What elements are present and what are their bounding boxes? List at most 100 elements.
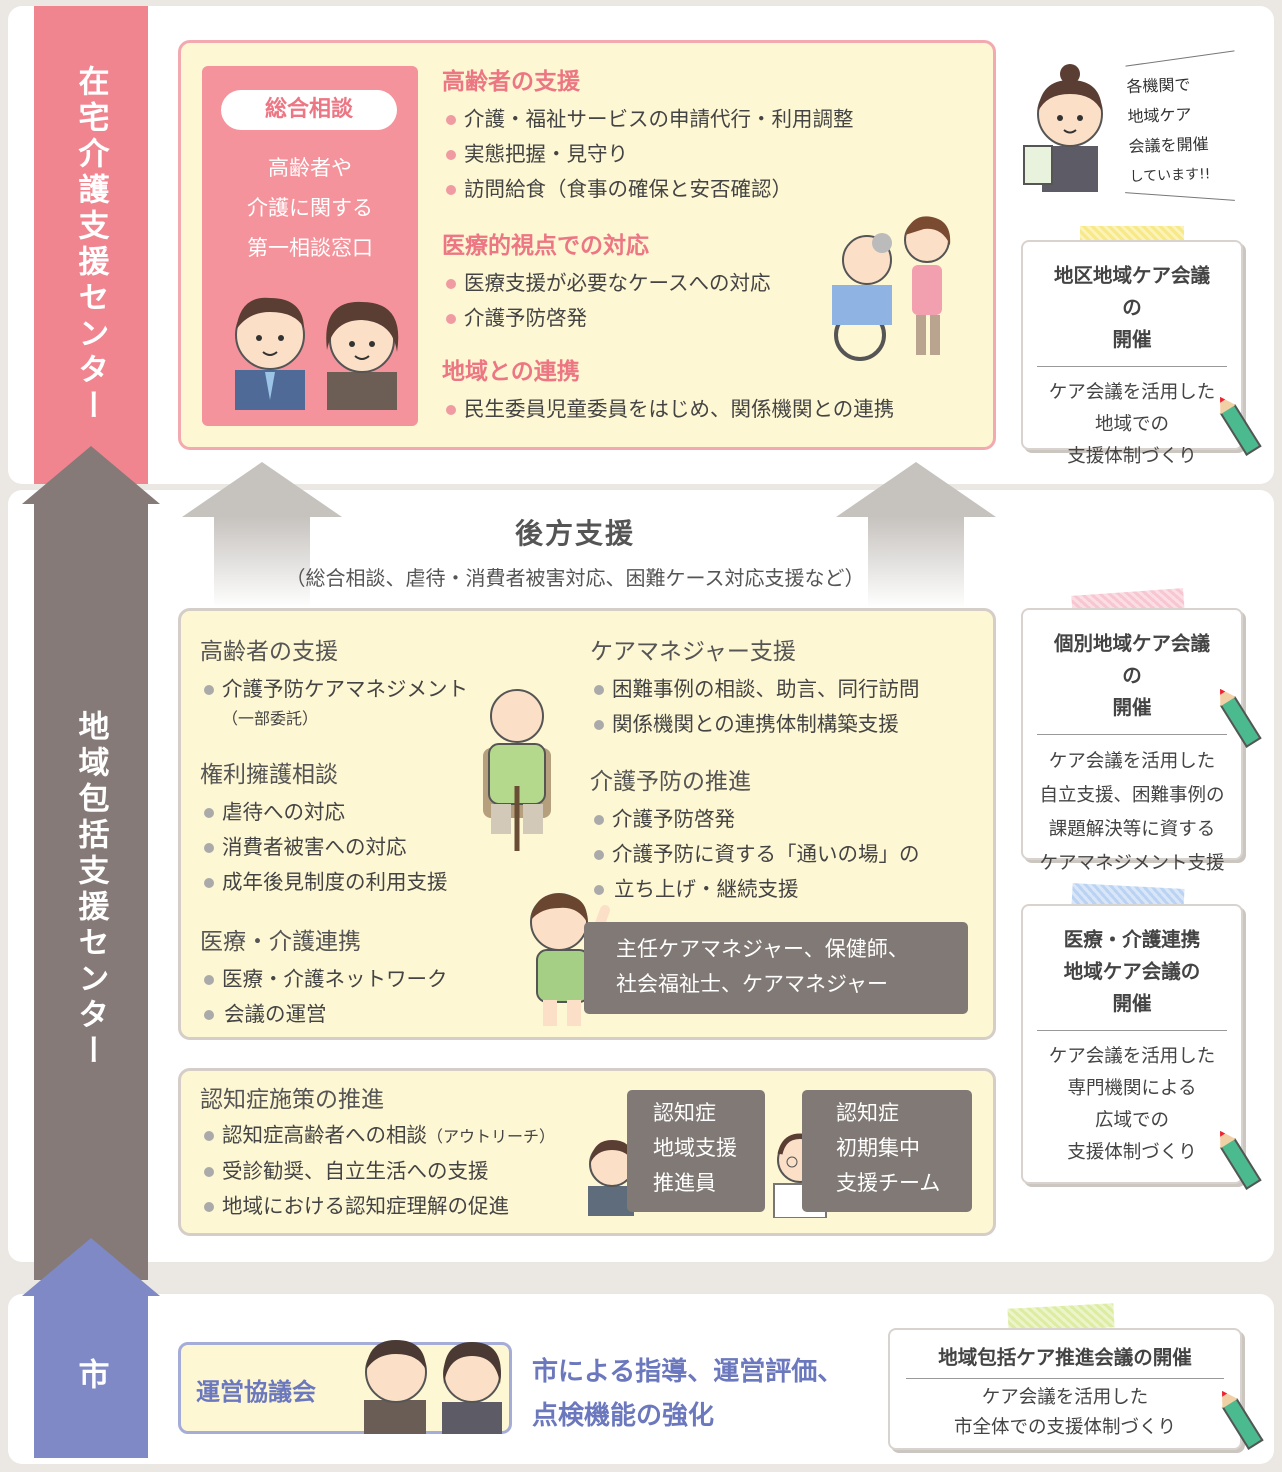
card-individual-care-meeting: 個別地域ケア会議の 開催 ケア会議を活用した 自立支援、困難事例の 課題解決等に… (1021, 608, 1243, 874)
list-item-cont: 立ち上げ・継続支援 (590, 872, 920, 907)
list-item-note: （一部委託） (222, 709, 319, 728)
card-desc-line: 支援体制づくり (1067, 446, 1197, 467)
backup-arrow-right (836, 462, 996, 517)
card-title: 医療・介護連携 地域ケア会議の 開催 (1037, 906, 1227, 1031)
consult-line: 第一相談窓口 (247, 236, 373, 260)
box-line: 地域支援 (653, 1136, 737, 1160)
card-desc-line: ケア会議を活用した (981, 1387, 1149, 1408)
section-heading: 地域との連携 (442, 359, 580, 385)
city-role-line: 市による指導、運営評価、 (532, 1357, 844, 1387)
card-title-line: 開催 (1112, 328, 1152, 351)
card-medical-care-meeting: 医療・介護連携 地域ケア会議の 開催 ケア会議を活用した 専門機関による 広域で… (1021, 904, 1243, 1184)
zaitaku-section-2: 医療的視点での対応 医療支援が必要なケースへの対応 介護予防啓発 (442, 226, 770, 336)
city-role-line: 点検機能の強化 (532, 1401, 715, 1431)
card-desc-line: ケア会議を活用した (1048, 1046, 1216, 1067)
card-desc-line: ケアマネジメント支援 (1039, 853, 1225, 874)
card-title-line: 開催 (1112, 696, 1152, 719)
list-item: 介護・福祉サービスの申請代行・利用調整 (442, 102, 854, 137)
card-desc-line: 課題解決等に資する (1048, 819, 1216, 840)
list-item: 地域における認知症理解の促進 (200, 1189, 555, 1224)
city-band-label: 市 (72, 1358, 109, 1394)
backup-arrow-left (182, 462, 342, 517)
card-desc-line: 広域での (1094, 1110, 1169, 1131)
section-heading: 介護予防の推進 (590, 769, 751, 795)
council-label: 運営協議会 (196, 1378, 316, 1406)
list-item: 介護予防ケアマネジメント (200, 672, 468, 707)
consult-line: 介護に関する (247, 196, 373, 220)
card-title: 地域包括ケア推進会議の開催 (906, 1330, 1224, 1379)
speech-line: しています!! (1129, 166, 1211, 186)
section-heading: 高齢者の支援 (442, 69, 580, 95)
card-desc-line: 自立支援、困難事例の (1039, 785, 1225, 806)
consult-line: 高齢者や (268, 156, 352, 180)
consult-staff-illustration (235, 297, 399, 410)
list-item: 介護予防啓発 (590, 802, 920, 837)
speech-line: 各機関で (1126, 74, 1191, 97)
houkatsu-band: 地域包括支援センター (34, 500, 148, 1280)
box-line: 初期集中 (836, 1136, 920, 1160)
card-title: 地区地域ケア会議の 開催 (1037, 242, 1227, 367)
box-line: 認知症 (836, 1101, 899, 1125)
card-desc-line: 支援体制づくり (1067, 1142, 1197, 1163)
card-desc-line: ケア会議を活用した (1048, 382, 1216, 403)
staff-woman-illustration (1023, 64, 1103, 192)
list-item: 実態把握・見守り (442, 137, 854, 172)
consult-text: 高齢者や 介護に関する 第一相談窓口 (202, 148, 418, 268)
card-desc-line: 地域での (1094, 414, 1169, 435)
section-heading: 医療・介護連携 (200, 929, 361, 955)
zaitaku-section-1: 高齢者の支援 介護・福祉サービスの申請代行・利用調整 実態把握・見守り 訪問給食… (442, 62, 854, 207)
consult-title-pill: 総合相談 (221, 90, 397, 130)
card-title-line: 個別地域ケア会議の (1053, 632, 1210, 687)
card-desc: ケア会議を活用した 専門機関による 広域での 支援体制づくり (1023, 1031, 1241, 1179)
box-line: 推進員 (653, 1171, 716, 1195)
dementia-supporter-illustration (588, 1140, 635, 1216)
speech-line: 会議を開催 (1128, 134, 1209, 157)
card-city-promotion-meeting: 地域包括ケア推進会議の開催 ケア会議を活用した 市全体での支援体制づくり (888, 1328, 1242, 1450)
council-members-illustration (364, 1340, 502, 1434)
box-line: 認知症 (653, 1101, 716, 1125)
city-band: 市 (34, 1294, 148, 1458)
list-item-text: 認知症高齢者への相談 (222, 1123, 427, 1147)
dementia-supporter-box: 認知症 地域支援 推進員 (627, 1090, 765, 1212)
dementia-content: 認知症施策の推進 認知症高齢者への相談（アウトリーチ） 受診勧奨、自立生活への支… (200, 1080, 555, 1224)
houkatsu-arrowhead (22, 446, 160, 504)
list-item: 訪問給食（食事の確保と安否確認） (442, 172, 854, 207)
city-role-text: 市による指導、運営評価、 点検機能の強化 (532, 1350, 843, 1438)
card-title-line: 地区地域ケア会議の (1053, 264, 1210, 319)
list-item-cont: 会議の運営 (200, 997, 468, 1032)
section-heading: 権利擁護相談 (200, 762, 338, 788)
zaitaku-band-label: 在宅介護支援センター (72, 65, 109, 425)
section-heading: 認知症施策の推進 (200, 1087, 384, 1113)
card-desc: ケア会議を活用した 地域での 支援体制づくり (1023, 367, 1241, 483)
list-item: 消費者被害への対応 (200, 830, 468, 865)
staff-roles-line: 社会福祉士、ケアマネジャー (616, 972, 888, 996)
backup-arrow-right-shaft (868, 516, 964, 608)
houkatsu-right-col: ケアマネジャー支援 困難事例の相談、助言、同行訪問 関係機関との連携体制構築支援… (590, 632, 920, 907)
list-item: 成年後見制度の利用支援 (200, 865, 468, 900)
speech-line: 地域ケア (1127, 104, 1192, 127)
staff-roles-line: 主任ケアマネジャー、保健師、 (616, 937, 909, 961)
backup-subtitle: （総合相談、虐待・消費者被害対応、困難ケース対応支援など） (285, 566, 865, 590)
list-item: 民生委員児童委員をはじめ、関係機関との連携 (442, 392, 894, 427)
list-item-note: （アウトリーチ） (427, 1127, 556, 1146)
consult-title: 総合相談 (264, 97, 353, 122)
card-district-care-meeting: 地区地域ケア会議の 開催 ケア会議を活用した 地域での 支援体制づくり (1021, 240, 1243, 467)
dementia-team-box: 認知症 初期集中 支援チーム (802, 1090, 972, 1212)
zaitaku-band: 在宅介護支援センター (34, 6, 148, 484)
card-desc: ケア会議を活用した 市全体での支援体制づくり (890, 1379, 1240, 1447)
list-item: 介護予防に資する「通いの場」の (590, 837, 920, 872)
list-item: 困難事例の相談、助言、同行訪問 (590, 672, 920, 707)
city-arrowhead (22, 1238, 160, 1296)
staff-roles-box: 主任ケアマネジャー、保健師、 社会福祉士、ケアマネジャー (584, 922, 968, 1014)
list-item: 医療支援が必要なケースへの対応 (442, 266, 770, 301)
backup-arrow-left-shaft (214, 516, 310, 608)
card-desc: ケア会議を活用した 自立支援、困難事例の 課題解決等に資する ケアマネジメント支… (1023, 735, 1241, 891)
houkatsu-left-col: 高齢者の支援 介護予防ケアマネジメント （一部委託） 権利擁護相談 虐待への対応… (200, 632, 468, 1032)
list-item: 関係機関との連携体制構築支援 (590, 707, 920, 742)
zaitaku-section-3: 地域との連携 民生委員児童委員をはじめ、関係機関との連携 (442, 352, 894, 427)
houkatsu-band-label: 地域包括支援センター (72, 710, 109, 1070)
list-item: 認知症高齢者への相談（アウトリーチ） (200, 1118, 555, 1154)
section-heading: 医療的視点での対応 (442, 233, 649, 259)
speech-note: 各機関で 地域ケア 会議を開催 しています!! (1126, 68, 1250, 192)
list-item: 虐待への対応 (200, 795, 468, 830)
